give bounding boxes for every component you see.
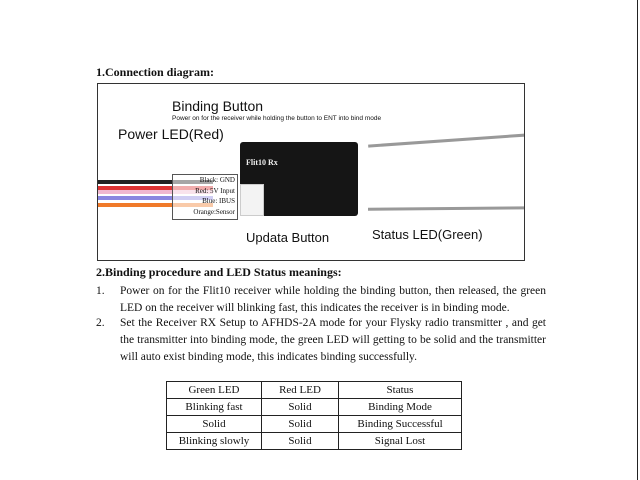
wire-legend: Black: GND Red: 5V Input Blue: IBUS Oran… xyxy=(172,174,238,220)
binding-button-label: Binding Button xyxy=(172,98,264,114)
status-led-label: Status LED(Green) xyxy=(372,227,483,242)
cell: Solid xyxy=(261,415,339,433)
list-item: 2. Set the Receiver RX Setup to AFHDS-2A… xyxy=(96,315,546,366)
wire-label: Red: 5V Input xyxy=(195,186,235,195)
wire-orange xyxy=(98,203,213,207)
list-item: 1. Power on for the Flit10 receiver whil… xyxy=(96,283,546,317)
item-text: Set the Receiver RX Setup to AFHDS-2A mo… xyxy=(120,317,546,363)
connector xyxy=(240,184,264,216)
wire-label: Blue: IBUS xyxy=(202,197,235,205)
cell: Solid xyxy=(166,415,262,433)
wire-pink xyxy=(98,190,213,194)
updata-button-label: Updata Button xyxy=(246,230,330,245)
header-cell: Status xyxy=(338,381,462,399)
cell: Signal Lost xyxy=(338,432,462,450)
section1-heading: 1.Connection diagram: xyxy=(96,65,214,79)
wire-label: Orange:Sensor xyxy=(193,207,235,216)
wire-label: Black: GND xyxy=(199,176,235,184)
table-header: Green LED Red LED Status xyxy=(166,381,462,399)
cell: Binding Successful xyxy=(338,415,462,433)
item-number: 1. xyxy=(96,285,105,297)
wire-black xyxy=(98,180,213,184)
cell: Blinking slowly xyxy=(166,432,262,450)
item-text: Power on for the Flit10 receiver while h… xyxy=(120,285,546,314)
connection-diagram: Flit10 Rx Black: GND Red: 5V Input Blue:… xyxy=(97,83,525,261)
header-cell: Red LED xyxy=(261,381,339,399)
wire-red xyxy=(98,186,213,190)
section2-heading: 2.Binding procedure and LED Status meani… xyxy=(96,265,342,279)
page-edge xyxy=(637,0,638,480)
item-number: 2. xyxy=(96,317,105,329)
antenna-top xyxy=(368,133,524,148)
header-cell: Green LED xyxy=(166,381,262,399)
cell: Binding Mode xyxy=(338,398,462,416)
board-label: Flit10 Rx xyxy=(246,158,278,167)
power-led-label: Power LED(Red) xyxy=(118,126,224,142)
cell: Solid xyxy=(261,432,339,450)
cell: Blinking fast xyxy=(166,398,262,416)
binding-note: Power on for the receiver while holding … xyxy=(172,115,382,122)
antenna-bottom xyxy=(367,206,524,211)
wire-blue xyxy=(98,196,213,200)
cell: Solid xyxy=(261,398,339,416)
